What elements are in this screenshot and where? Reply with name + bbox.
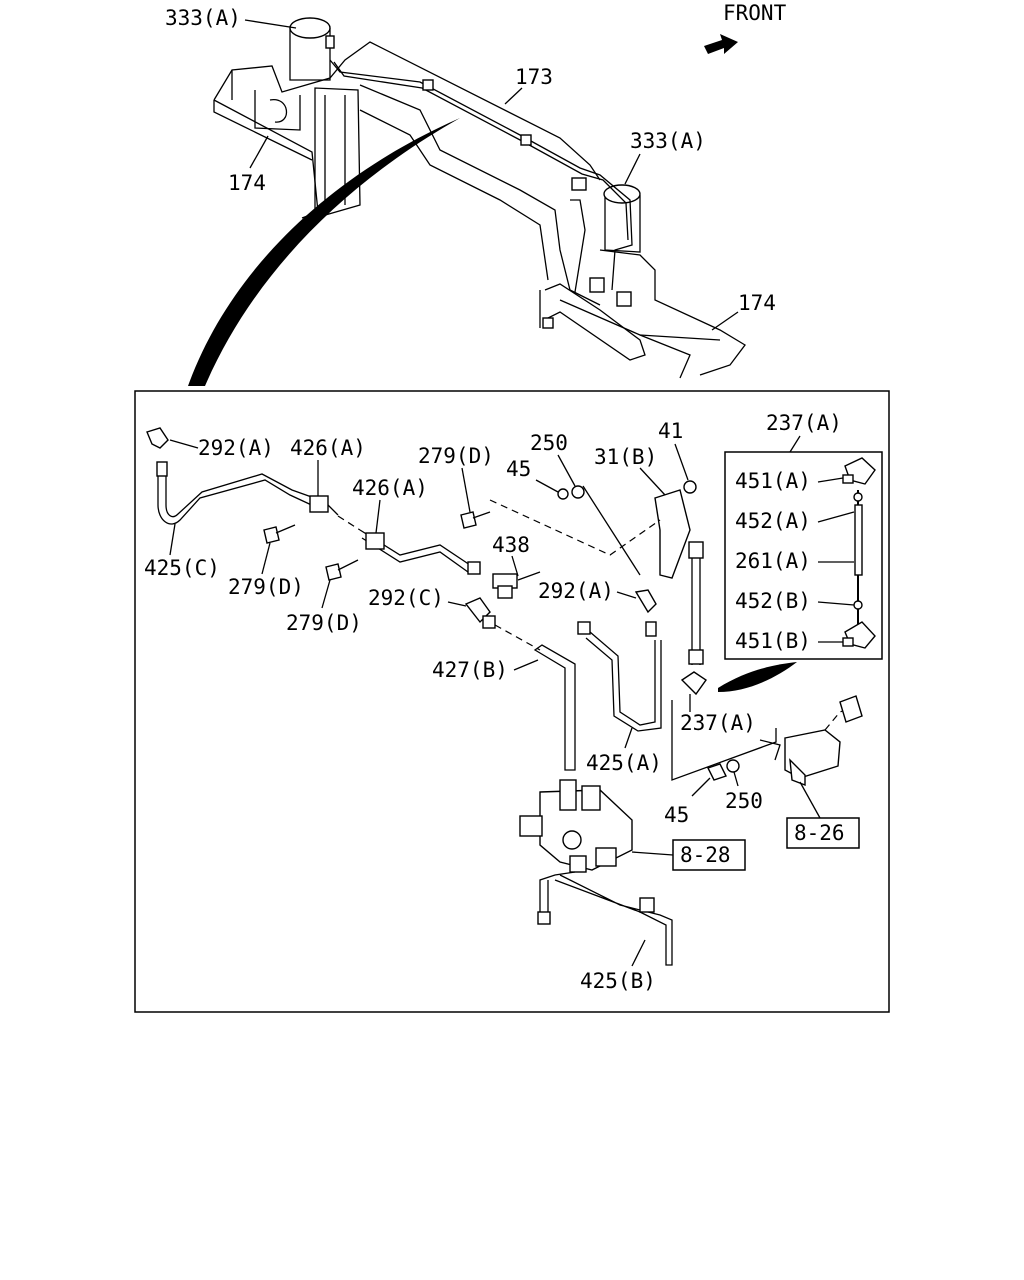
label-426a-mid: 426(A) (352, 476, 428, 500)
detail-parts (146, 427, 863, 966)
label-292a-mid: 292(A) (538, 579, 614, 603)
top-view-labels: FRONT 333(A) 173 174 333(A) 174 (165, 1, 787, 331)
reference-8-26[interactable]: 8-26 (786, 781, 860, 849)
label-front: FRONT (723, 1, 787, 25)
reference-8-28[interactable]: 8-28 (631, 839, 746, 871)
svg-text:8-28: 8-28 (680, 843, 731, 867)
label-279d-left: 279(D) (228, 575, 304, 599)
label-173: 173 (515, 65, 553, 89)
label-41: 41 (658, 419, 683, 443)
label-427b: 427(B) (432, 658, 508, 682)
label-452a: 452(A) (735, 509, 811, 533)
label-451b: 451(B) (735, 629, 811, 653)
inset-pointer-arc (718, 662, 797, 692)
label-261a: 261(A) (735, 549, 811, 573)
label-31b: 31(B) (594, 445, 657, 469)
label-174-right: 174 (738, 291, 776, 315)
label-45-bottom: 45 (664, 803, 689, 827)
front-arrow-icon (704, 34, 738, 54)
label-425a: 425(A) (586, 751, 662, 775)
label-292a-top: 292(A) (198, 436, 274, 460)
label-250-top: 250 (530, 431, 568, 455)
inset-237a (724, 451, 883, 660)
detail-pointer-arc (188, 118, 460, 386)
label-438: 438 (492, 533, 530, 557)
label-174-left: 174 (228, 171, 266, 195)
label-279d-bottom: 279(D) (286, 611, 362, 635)
label-426a-top: 426(A) (290, 436, 366, 460)
label-237a-inset: 237(A) (766, 411, 842, 435)
label-451a: 451(A) (735, 469, 811, 493)
detail-labels: 292(A) 426(A) 279(D) 250 41 237(A) 426(A… (144, 411, 855, 993)
label-292c: 292(C) (368, 586, 444, 610)
svg-text:8-26: 8-26 (794, 821, 845, 845)
label-279d-top: 279(D) (418, 444, 494, 468)
label-452b: 452(B) (735, 589, 811, 613)
label-237a-mid: 237(A) (680, 711, 756, 735)
label-425b: 425(B) (580, 969, 656, 993)
label-250-bottom: 250 (725, 789, 763, 813)
label-45-top: 45 (506, 457, 531, 481)
label-333a-right: 333(A) (630, 129, 706, 153)
label-425c: 425(C) (144, 556, 220, 580)
label-333a-top: 333(A) (165, 6, 241, 30)
top-view-chassis (213, 17, 746, 379)
detail-frame (134, 390, 890, 1013)
